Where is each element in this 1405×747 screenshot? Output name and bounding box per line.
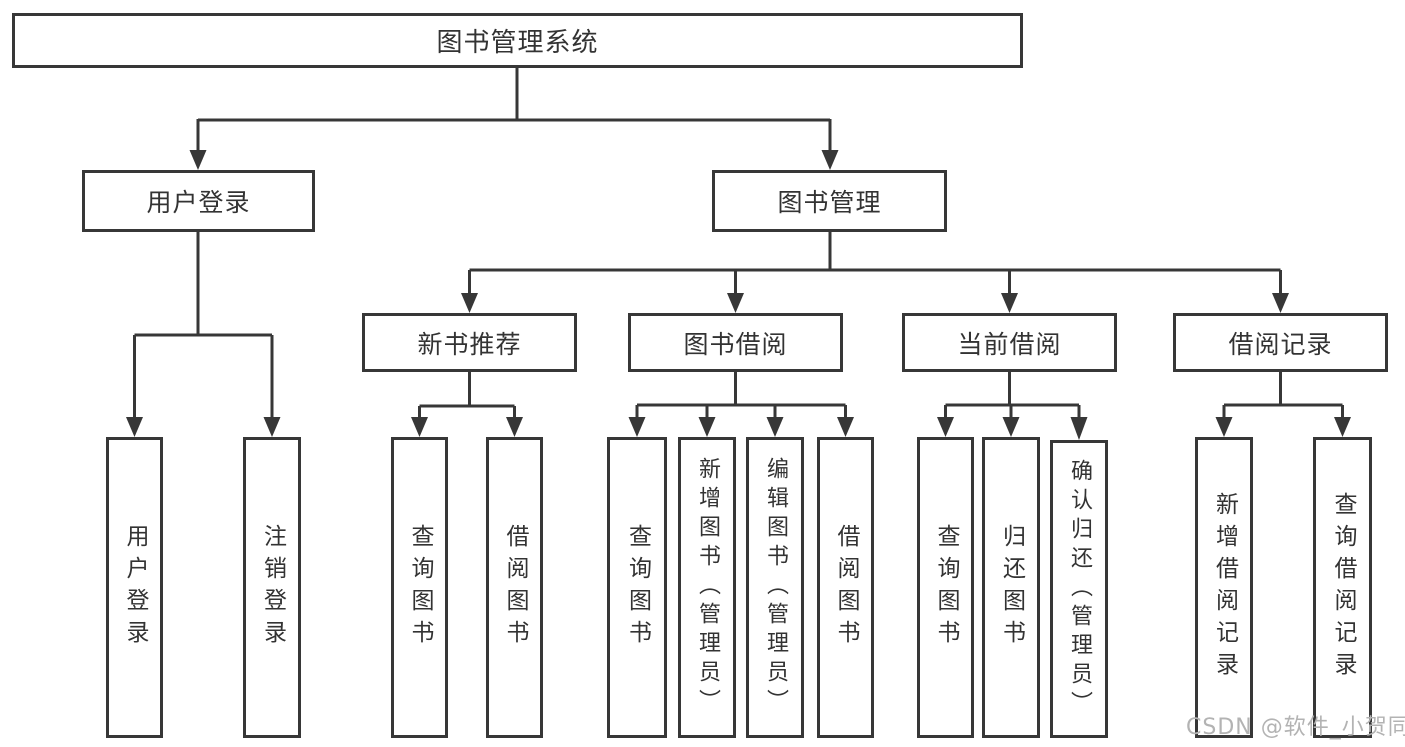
connector-currentborrow-to-leaves bbox=[937, 372, 1088, 440]
node-book-management: 图书管理 bbox=[712, 170, 947, 232]
leaf-query-book-1-label: 查询图书 bbox=[407, 523, 433, 652]
leaf-query-borrow-record-label: 查询借阅记录 bbox=[1330, 491, 1356, 684]
leaf-borrow-book-1-label: 借阅图书 bbox=[502, 523, 528, 652]
node-new-book-recommend: 新书推荐 bbox=[362, 313, 577, 372]
leaf-borrow-book-2: 借阅图书 bbox=[817, 437, 874, 738]
node-user-login-label: 用户登录 bbox=[146, 188, 251, 217]
leaf-add-borrow-record: 新增借阅记录 bbox=[1195, 437, 1253, 738]
connector-borrowrecord-to-leaves bbox=[1215, 372, 1351, 437]
leaf-logout: 注销登录 bbox=[243, 437, 301, 738]
leaf-query-borrow-record: 查询借阅记录 bbox=[1313, 437, 1372, 738]
node-borrow-record-label: 借阅记录 bbox=[1228, 329, 1333, 359]
leaf-edit-book-admin: 编辑图书（管理员） bbox=[746, 437, 804, 738]
node-root-label: 图书管理系统 bbox=[436, 28, 599, 58]
leaf-confirm-return-admin: 确认归还（管理员） bbox=[1050, 440, 1108, 738]
leaf-return-book-label: 归还图书 bbox=[998, 523, 1025, 652]
leaf-query-book-2: 查询图书 bbox=[607, 437, 667, 738]
leaf-borrow-book-2-label: 借阅图书 bbox=[833, 523, 859, 652]
leaf-return-book: 归还图书 bbox=[982, 437, 1040, 738]
leaf-user-login-label: 用户登录 bbox=[122, 523, 148, 652]
leaf-logout-label: 注销登录 bbox=[259, 523, 286, 652]
node-user-login: 用户登录 bbox=[82, 170, 315, 232]
connector-bookborrow-to-leaves bbox=[628, 372, 854, 437]
leaf-query-book-3: 查询图书 bbox=[917, 437, 974, 738]
node-root-system: 图书管理系统 bbox=[12, 13, 1023, 68]
connector-userlogin-to-leaves bbox=[126, 232, 281, 437]
node-book-borrow-label: 图书借阅 bbox=[683, 329, 788, 359]
node-new-book-recommend-label: 新书推荐 bbox=[417, 329, 522, 359]
leaf-borrow-book-1: 借阅图书 bbox=[486, 437, 543, 738]
connector-root-to-level2 bbox=[189, 68, 839, 170]
leaf-confirm-return-admin-label: 确认归还（管理员） bbox=[1067, 458, 1092, 720]
leaf-add-book-admin-label: 新增图书（管理员） bbox=[695, 457, 720, 718]
leaf-query-book-2-label: 查询图书 bbox=[624, 523, 651, 652]
leaf-query-book-3-label: 查询图书 bbox=[933, 523, 959, 652]
leaf-add-borrow-record-label: 新增借阅记录 bbox=[1211, 491, 1238, 684]
node-book-borrow: 图书借阅 bbox=[628, 313, 843, 372]
leaf-edit-book-admin-label: 编辑图书（管理员） bbox=[763, 457, 788, 718]
connector-bookmgmt-to-level3 bbox=[461, 232, 1289, 313]
node-current-borrow: 当前借阅 bbox=[902, 313, 1117, 372]
leaf-query-book-1: 查询图书 bbox=[391, 437, 448, 738]
leaf-add-book-admin: 新增图书（管理员） bbox=[678, 437, 736, 738]
node-current-borrow-label: 当前借阅 bbox=[957, 329, 1062, 359]
node-borrow-record: 借阅记录 bbox=[1173, 313, 1388, 372]
node-book-management-label: 图书管理 bbox=[777, 188, 882, 217]
connector-newbookrec-to-leaves bbox=[411, 372, 523, 437]
csdn-watermark: CSDN @软件_小贺同学 bbox=[1186, 715, 1405, 740]
leaf-user-login: 用户登录 bbox=[106, 437, 163, 738]
